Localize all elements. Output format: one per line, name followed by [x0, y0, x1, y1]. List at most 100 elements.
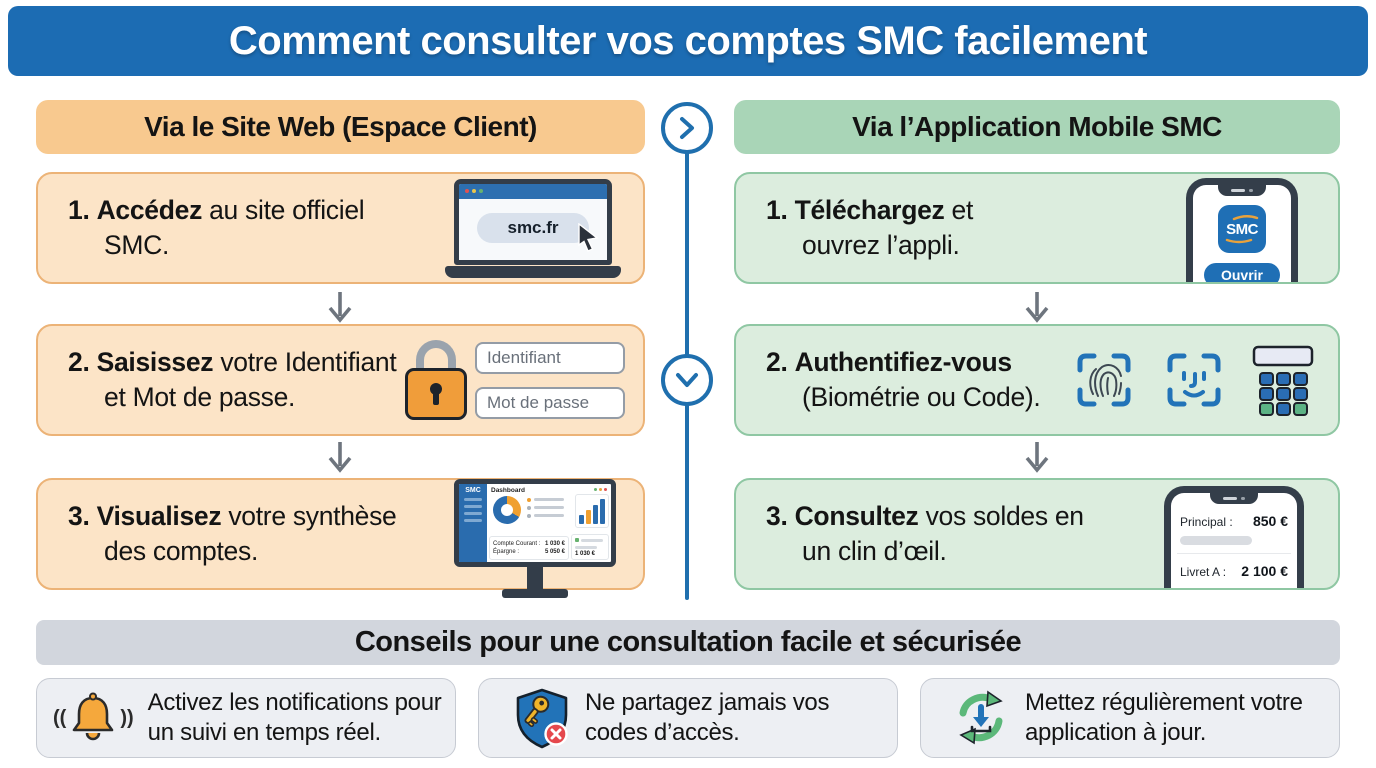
tip-text: Mettez régulièrement votre application à… — [1025, 689, 1303, 746]
mobile-step-1-text: 1. Téléchargez et ouvrez l’appli. — [766, 193, 1046, 263]
step-number: 3. — [766, 501, 788, 532]
account-label: Compte Courant : — [493, 540, 541, 547]
dashboard-monitor-illustration: SMC Dashboard — [451, 478, 619, 598]
mobile-step-2-text: 2. Authentifiez-vous (Biométrie ou Code)… — [766, 345, 1066, 415]
down-arrow-icon — [997, 290, 1077, 324]
dashboard-title: Dashboard — [491, 486, 525, 494]
step-keyword: Authentifiez-vous — [794, 347, 1013, 378]
balance-label: Livret A : — [1180, 565, 1227, 579]
account-value: 1 030 € — [544, 540, 565, 547]
dashboard-logo: SMC — [465, 486, 481, 494]
face-id-icon — [1167, 353, 1221, 407]
balance-value: 2 100 € — [1241, 563, 1288, 579]
mobile-step-3-card: 3. Consultez vos soldes en un clin d’œil… — [734, 478, 1340, 590]
down-arrow-icon — [300, 440, 380, 474]
web-step-3-card: 3. Visualisez votre synthèse des comptes… — [36, 478, 645, 598]
bar-chart-icon — [575, 493, 609, 528]
browser-titlebar — [459, 183, 607, 199]
mobile-step-3-text: 3. Consultez vos soldes en un clin d’œil… — [766, 499, 1086, 569]
step-keyword: Téléchargez — [794, 195, 945, 226]
tip-security-card: Ne partagez jamais vos codes d’accès. — [478, 678, 898, 758]
mobile-column-title: Via l’Application Mobile SMC — [852, 111, 1222, 142]
smc-app-icon[interactable]: SMC — [1218, 205, 1266, 253]
dashboard-sidebar: SMC — [459, 483, 487, 562]
address-bar[interactable]: smc.fr — [477, 212, 589, 243]
mobile-step-1-card: 1. Téléchargez et ouvrez l’appli. SMC Ou… — [734, 172, 1340, 284]
window-dot-red — [465, 189, 469, 193]
web-column-title: Via le Site Web (Espace Client) — [144, 111, 537, 142]
step-keyword: Consultez — [794, 501, 919, 532]
open-button-label: Ouvrir — [1220, 267, 1263, 282]
web-step-1-card: 1. Accédez au site officiel SMC. smc.fr — [36, 172, 645, 284]
page-title-banner: Comment consulter vos comptes SMC facile… — [8, 6, 1368, 76]
step-rest: (Biométrie ou Code). — [802, 382, 1041, 412]
step-keyword: Accédez — [96, 195, 203, 226]
laptop-base — [445, 265, 621, 278]
open-app-button[interactable]: Ouvrir — [1204, 263, 1280, 282]
tips-title: Conseils pour une consultation facile et… — [354, 626, 1022, 658]
cursor-icon — [578, 222, 599, 252]
step-rest: et ouvrez l’appli. — [802, 195, 974, 260]
phone-balances-illustration: Principal : 850 € Livret A : 2 100 € — [1164, 486, 1304, 588]
mobile-step-2-card: 2. Authentifiez-vous (Biométrie ou Code)… — [734, 324, 1340, 436]
divider — [1177, 553, 1291, 554]
fingerprint-icon — [1077, 353, 1131, 407]
bell-icon: (( )) — [53, 691, 134, 745]
app-icon-swoosh — [1225, 215, 1259, 244]
step-number: 3. — [68, 501, 90, 532]
password-input[interactable]: Mot de passe — [475, 386, 625, 419]
accounts-panel: Compte Courant :1 030 € Épargne : 5 050 € — [489, 535, 569, 560]
login-fields: Identifiant Mot de passe — [475, 341, 625, 419]
app-icon-label: SMC — [1226, 220, 1258, 238]
tip-text: Activez les notifications pour un suivi … — [147, 689, 442, 746]
donut-chart-icon — [493, 495, 521, 524]
side-value: 1 030 € — [575, 550, 596, 557]
keypad-icon — [1252, 345, 1314, 416]
dashboard-list — [527, 497, 564, 522]
balance-progress-bar — [1180, 536, 1252, 545]
window-dot-green — [479, 189, 483, 193]
down-arrow-icon — [300, 290, 380, 324]
sound-wave-right: )) — [120, 706, 134, 729]
laptop-illustration: smc.fr — [445, 178, 621, 278]
side-panel: 1 030 € — [571, 533, 609, 560]
password-placeholder: Mot de passe — [487, 392, 590, 412]
step-keyword: Visualisez — [96, 501, 222, 532]
tips-header-bar: Conseils pour une consultation facile et… — [36, 620, 1340, 665]
monitor-foot — [502, 588, 568, 598]
step-number: 2. — [766, 347, 788, 378]
step-rest: au site officiel SMC. — [104, 195, 365, 260]
window-dot-yellow — [472, 189, 476, 193]
tip-update-card: Mettez régulièrement votre application à… — [920, 678, 1340, 758]
web-column-header: Via le Site Web (Espace Client) — [36, 100, 645, 154]
step-rest: vos soldes en un clin d’œil. — [802, 501, 1084, 566]
step-number: 1. — [766, 195, 788, 226]
account-value: 5 050 € — [544, 548, 565, 555]
web-step-2-card: 2. Saisissez votre Identifiant et Mot de… — [36, 324, 645, 436]
monitor-neck — [527, 566, 543, 589]
web-step-3-text: 3. Visualisez votre synthèse des comptes… — [68, 499, 398, 569]
chevron-down-icon — [661, 354, 713, 406]
tip-text: Ne partagez jamais vos codes d’accès. — [585, 689, 830, 746]
balance-label: Principal : — [1180, 515, 1233, 529]
balance-value: 850 € — [1252, 513, 1288, 529]
tip-notifications-card: (( )) Activez les notifications pour un … — [36, 678, 456, 758]
down-arrow-icon — [997, 440, 1077, 474]
account-label: Épargne : — [493, 548, 520, 555]
step-number: 1. — [68, 195, 90, 226]
sound-wave-left: (( — [53, 706, 67, 729]
phone-app-illustration: SMC Ouvrir — [1186, 178, 1298, 282]
step-number: 2. — [68, 347, 90, 378]
username-placeholder: Identifiant — [487, 347, 561, 367]
update-refresh-icon — [959, 690, 1003, 745]
web-step-2-text: 2. Saisissez votre Identifiant et Mot de… — [68, 345, 403, 415]
username-input[interactable]: Identifiant — [475, 341, 625, 374]
shield-key-icon — [516, 688, 568, 749]
step-rest: votre Identifiant et Mot de passe. — [104, 347, 397, 412]
step-rest: votre synthèse des comptes. — [104, 501, 397, 566]
padlock-icon — [403, 338, 468, 422]
web-step-1-text: 1. Accédez au site officiel SMC. — [68, 193, 413, 263]
step-keyword: Saisissez — [96, 347, 214, 378]
url-text: smc.fr — [507, 217, 559, 237]
